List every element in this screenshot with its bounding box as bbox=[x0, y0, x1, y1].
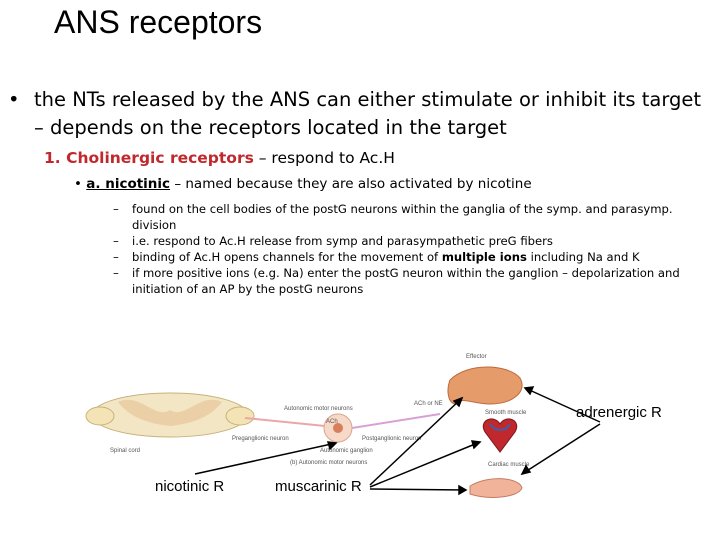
sub-bullet-bold: multiple ions bbox=[441, 250, 527, 264]
bullet-main: • the NTs released by the ANS can either… bbox=[8, 86, 708, 142]
dash-marker: – bbox=[113, 202, 119, 216]
postganglionic-label: Postganglionic neuron bbox=[362, 436, 421, 442]
sub-bullet-text: i.e. respond to Ac.H release from symp a… bbox=[132, 234, 553, 248]
sub-bullet: – i.e. respond to Ac.H release from symp… bbox=[113, 233, 713, 249]
arrow-muscarinic-2 bbox=[369, 441, 481, 488]
sub-bullet-text: if more positive ions (e.g. Na) enter th… bbox=[132, 266, 680, 296]
arrowhead bbox=[523, 386, 535, 396]
effector-stomach: Effector Smooth muscle bbox=[447, 354, 527, 416]
nicotinic-desc: – named because they are also activated … bbox=[170, 176, 532, 192]
autonomic-ganglion: Autonomic motor neurons Autonomic gangli… bbox=[284, 406, 373, 454]
sub-bullet: – found on the cell bodies of the postG … bbox=[113, 201, 713, 233]
dash-marker: – bbox=[113, 234, 119, 248]
arrowhead bbox=[452, 396, 464, 408]
arrow-muscarinic-1 bbox=[369, 397, 463, 486]
arrow-adrenergic-2 bbox=[521, 423, 601, 475]
muscarinic-label: muscarinic R bbox=[275, 478, 362, 495]
arrowhead bbox=[458, 484, 468, 496]
arrow-muscarinic-3 bbox=[369, 488, 467, 491]
pointer-arrows bbox=[194, 386, 601, 496]
nicotinic-label: nicotinic R bbox=[155, 478, 225, 495]
bullet-main-text: the NTs released by the ANS can either s… bbox=[34, 88, 702, 139]
autonomic-motor-label: Autonomic motor neurons bbox=[284, 406, 353, 412]
heading-red-text: 1. Cholinergic receptors bbox=[44, 149, 254, 167]
spinal-cord-label: Spinal cord bbox=[110, 448, 140, 454]
preganglionic-label: Preganglionic neuron bbox=[232, 436, 289, 442]
sub-bullet-text: including Na and K bbox=[526, 250, 640, 264]
dash-marker: – bbox=[113, 266, 119, 280]
postganglionic-neuron: Postganglionic neuron ACh or NE bbox=[351, 401, 443, 442]
cardiac-muscle-label: Cardiac muscle bbox=[488, 462, 530, 468]
ach-label: ACh bbox=[326, 419, 338, 425]
sub-bullet-text: binding of Ac.H opens channels for the m… bbox=[132, 250, 442, 264]
nicotinic-bullet: • a. nicotinic – named because they are … bbox=[74, 176, 532, 192]
sub-bullet: – if more positive ions (e.g. Na) enter … bbox=[113, 265, 713, 297]
arrowhead bbox=[326, 441, 338, 451]
nicotinic-term: a. nicotinic bbox=[86, 176, 171, 192]
autonomic-neuron-figure: Spinal cord Preganglionic neuron Autonom… bbox=[85, 354, 601, 498]
ganglion-label: Autonomic ganglion bbox=[320, 448, 373, 454]
arrowhead bbox=[520, 464, 532, 476]
effector-gland bbox=[469, 478, 523, 498]
adrenergic-label: adrenergic R bbox=[576, 404, 662, 421]
bullet-marker: • bbox=[74, 176, 82, 192]
preganglionic-neuron: Preganglionic neuron bbox=[232, 417, 326, 442]
sub-bullet-text: found on the cell bodies of the postG ne… bbox=[132, 202, 673, 232]
sub-bullet: – binding of Ac.H opens channels for the… bbox=[113, 249, 713, 265]
heading-rest-text: – respond to Ac.H bbox=[253, 149, 395, 167]
figure-caption: (b) Autonomic motor neurons bbox=[290, 460, 367, 466]
slide-title: ANS receptors bbox=[54, 4, 263, 40]
smooth-muscle-label: Smooth muscle bbox=[485, 410, 527, 416]
cholinergic-heading: 1. Cholinergic receptors – respond to Ac… bbox=[44, 149, 395, 167]
sub-bullet-list: – found on the cell bodies of the postG … bbox=[113, 201, 713, 297]
ach-ne-label: ACh or NE bbox=[414, 401, 443, 407]
effector-heart: Cardiac muscle bbox=[482, 418, 530, 468]
arrowhead bbox=[470, 440, 482, 450]
effector-label: Effector bbox=[466, 354, 487, 360]
dash-marker: – bbox=[113, 250, 119, 264]
arrow-adrenergic-1 bbox=[524, 387, 601, 423]
arrow-nicotinic bbox=[194, 442, 337, 475]
spinal-cord-illustration: Spinal cord bbox=[85, 392, 255, 454]
bullet-marker: • bbox=[8, 88, 20, 111]
